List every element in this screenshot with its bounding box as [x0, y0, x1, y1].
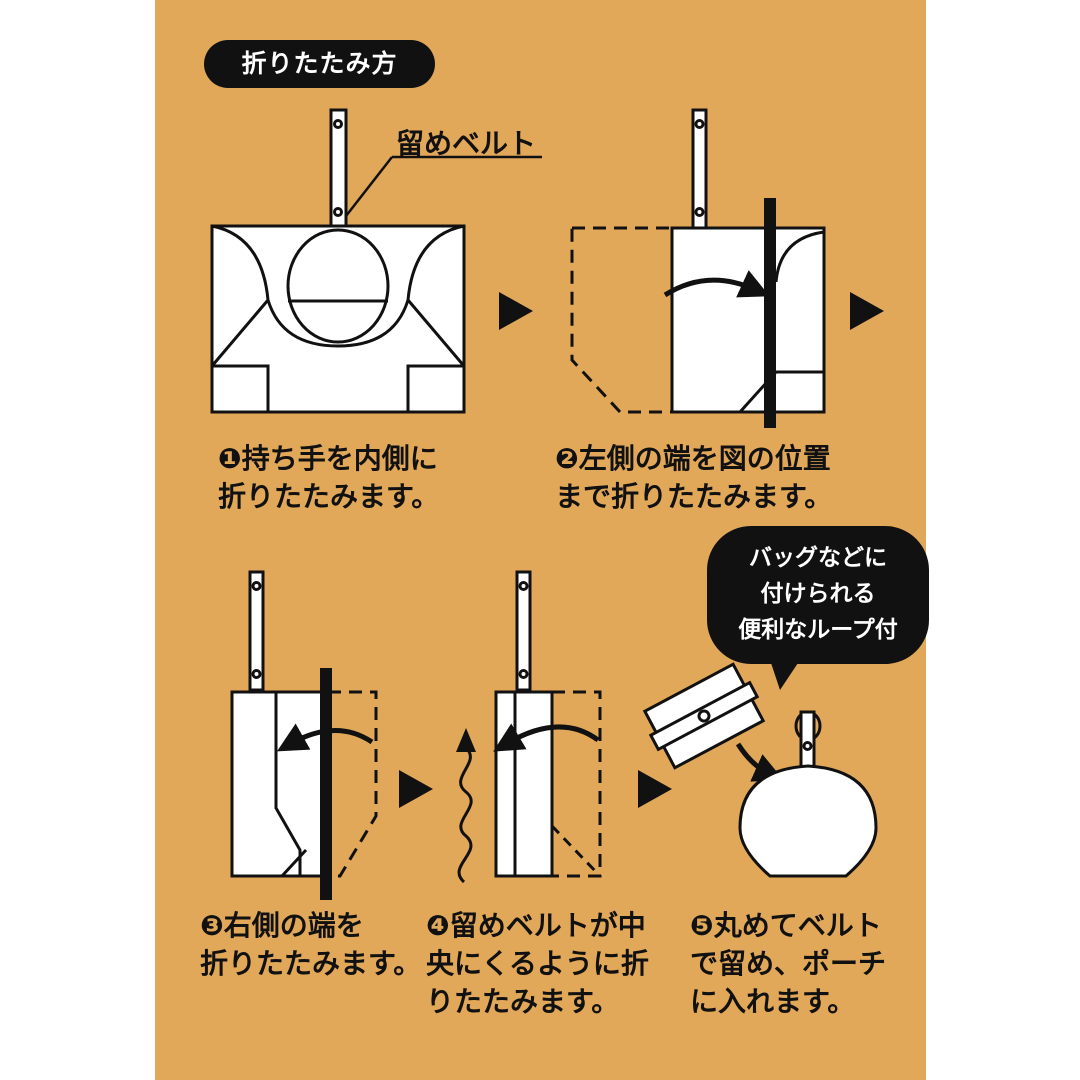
belt-label: 留めベルト [396, 127, 537, 160]
arrow-step3-to-4 [399, 770, 433, 808]
dashed-right-edge [552, 690, 602, 878]
arrow-step2-to-3 [850, 292, 884, 330]
step-marker: ❺ [690, 909, 714, 942]
step-marker: ❸ [200, 909, 224, 942]
roll-spiral-icon [457, 746, 473, 884]
step-marker: ❷ [555, 442, 579, 475]
belt-leader-line [345, 156, 393, 217]
insert-arrow [735, 742, 784, 782]
step3-figure [230, 570, 378, 900]
callout-tail [770, 660, 800, 690]
step-marker: ❶ [218, 442, 242, 475]
dashed-left-edge [570, 226, 674, 414]
step2-caption: ❷左側の端を図の位置 まで折りたたみます。 [555, 442, 833, 513]
dashed-right-edge [328, 690, 378, 878]
step1-figure [210, 108, 542, 414]
rolled-bundle [642, 662, 766, 770]
fold-arrow [493, 723, 600, 752]
callout-line: バッグなどに [749, 545, 887, 571]
loop-callout: バッグなどに 付けられる 便利なループ付 [707, 526, 929, 664]
arrow-step4-to-5 [638, 770, 672, 808]
callout-line: 付けられる [760, 581, 876, 607]
handle-oval [286, 228, 390, 344]
fold-arrow [663, 270, 770, 298]
callout-line: 便利なループ付 [738, 617, 898, 643]
arrow-step1-to-2 [499, 292, 533, 330]
pouch [738, 764, 878, 878]
step5-figure [642, 662, 878, 878]
fold-arrow [276, 723, 374, 752]
step4-figure [456, 570, 602, 884]
step2-figure [570, 108, 826, 428]
step-marker: ❹ [426, 909, 450, 942]
page-title: 折りたたみ方 [204, 40, 435, 88]
step1-caption: ❶持ち手を内側に 折りたたみます。 [218, 442, 440, 513]
step3-caption: ❸右側の端を 折りたたみます。 [200, 909, 422, 980]
step5-caption: ❺丸めてベルト で留め、ポーチ に入れます。 [690, 909, 887, 1018]
step4-caption: ❹留めベルトが中 央にくるように折 りたたみます。 [426, 909, 649, 1018]
